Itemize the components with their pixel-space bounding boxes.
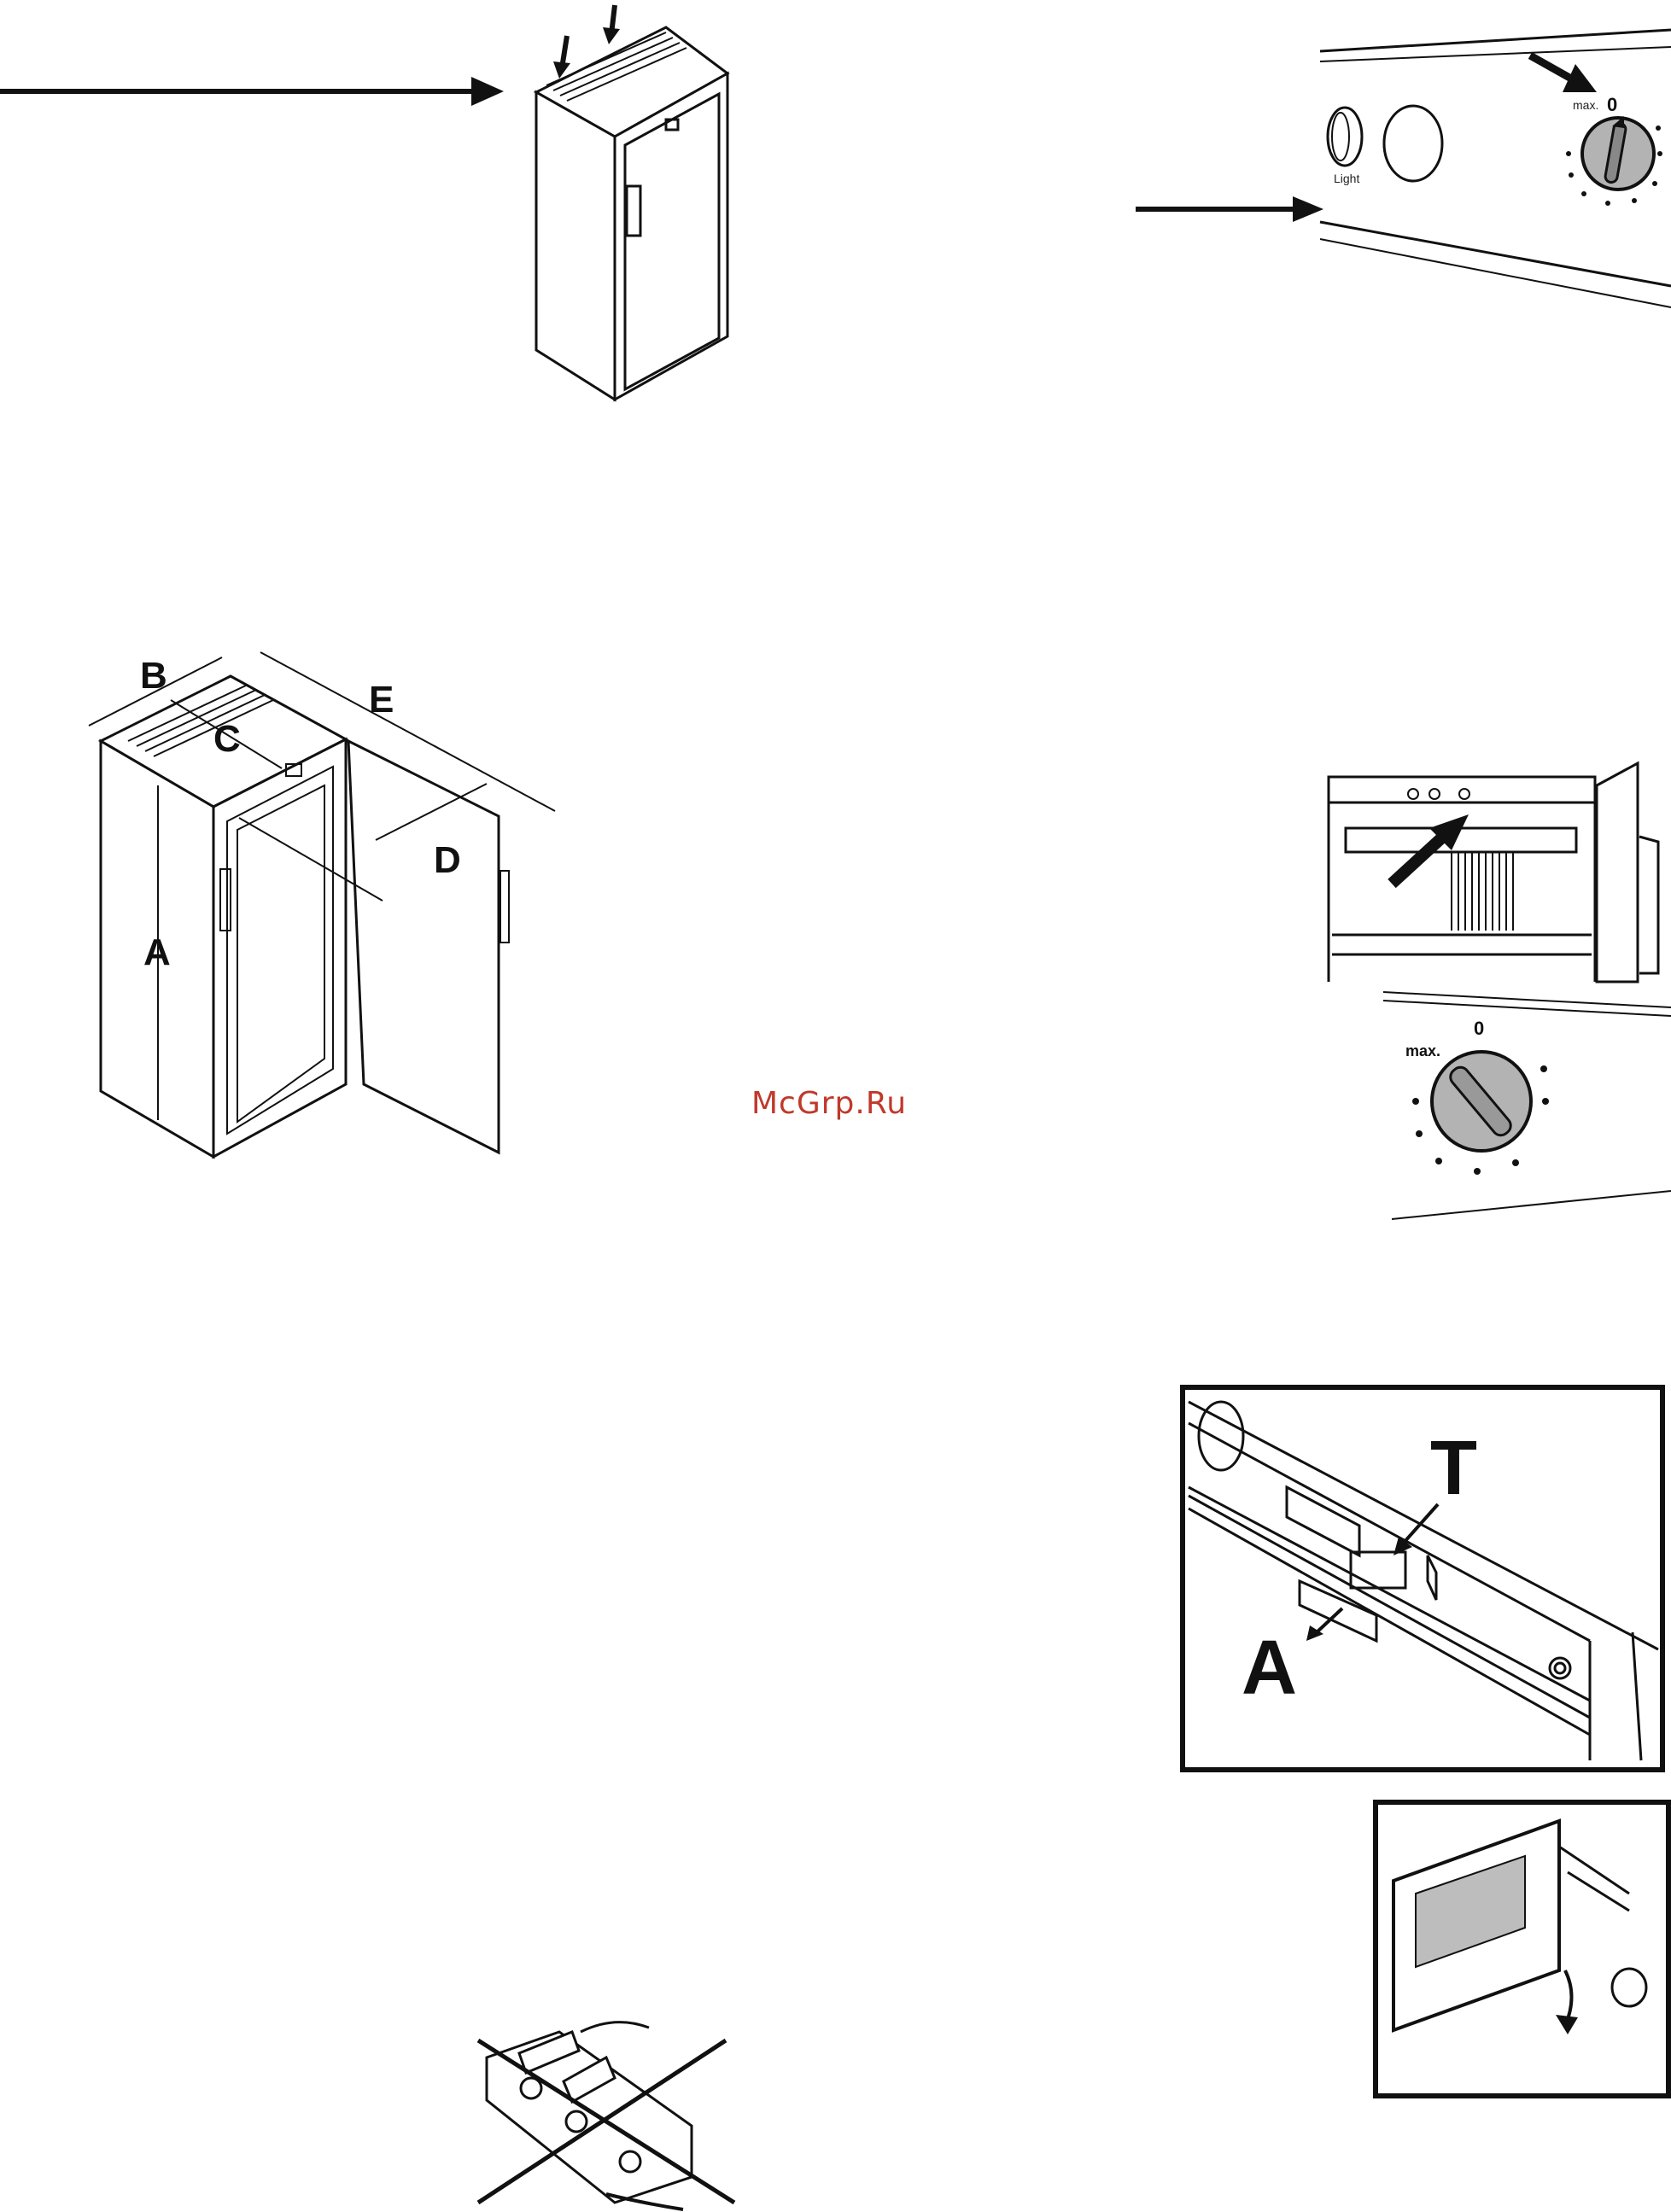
dimension-a-label: A [143, 931, 171, 973]
dimension-d-label: D [434, 839, 461, 881]
figure-dimensions: A B C D E [77, 632, 572, 1161]
dial-zero-label: 0 [1607, 94, 1617, 115]
interior-zero-label: 0 [1474, 1018, 1484, 1039]
dimension-e-label: E [369, 679, 394, 721]
figure-light-cover: T A [1180, 1385, 1671, 1774]
label-a: A [1242, 1625, 1297, 1711]
dial-max-label: max. [1573, 98, 1598, 112]
watermark: McGrp.Ru [751, 1086, 907, 1121]
figure-interior-control: 0 max. [1323, 726, 1671, 1238]
interior-max-label: max. [1405, 1042, 1440, 1059]
dimension-c-label: C [213, 718, 241, 760]
figure-cabinet-ventilation [0, 0, 768, 410]
light-label: Light [1334, 172, 1359, 185]
figure-control-panel: 0 max. Light [1136, 26, 1671, 307]
figure-display-removal [1373, 1800, 1671, 2098]
figure-no-multiple-socket [478, 2006, 751, 2212]
dimension-b-label: B [140, 655, 167, 697]
label-t: T [1430, 1426, 1477, 1511]
